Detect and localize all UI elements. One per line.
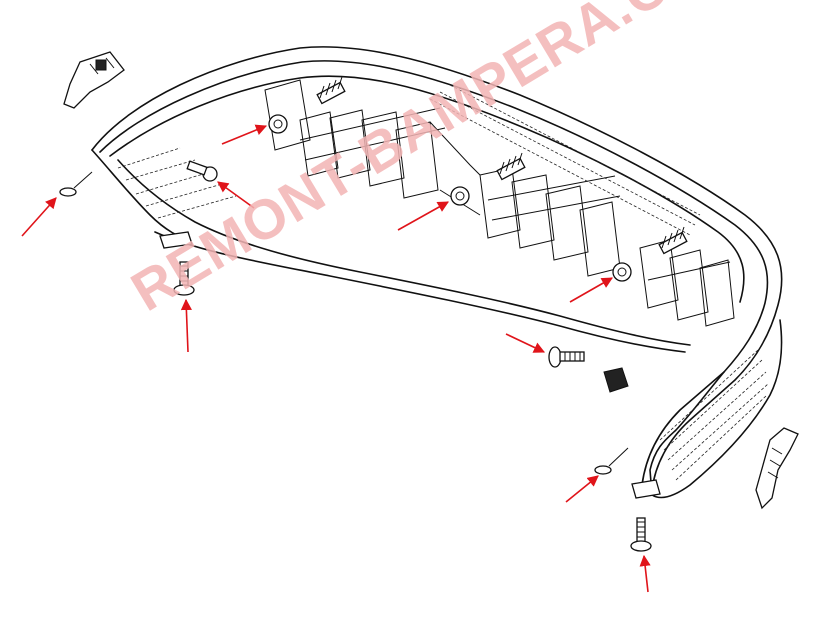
arrow-center-nut — [397, 201, 449, 231]
bumper-cover — [91, 46, 783, 499]
left-side-bracket — [63, 51, 125, 109]
arrow-left-side-screw — [21, 197, 57, 237]
arrow-right-inner-nut — [569, 277, 613, 303]
mounting-studs — [316, 76, 688, 255]
arrow-right-side-screw — [565, 475, 599, 503]
bumper-inner-ribs — [264, 79, 735, 327]
red-arrows — [21, 124, 651, 593]
arrow-left-inner-bolt — [217, 181, 255, 209]
mounting-nuts — [186, 114, 632, 282]
right-side-bracket — [755, 427, 799, 510]
arrow-left-bottom-bolt — [180, 298, 192, 353]
arrow-right-bottom-bolt — [639, 554, 651, 593]
arrow-right-middle-bolt — [505, 333, 546, 353]
arrow-left-inner-nut — [221, 124, 268, 145]
loose-fasteners — [59, 171, 652, 552]
